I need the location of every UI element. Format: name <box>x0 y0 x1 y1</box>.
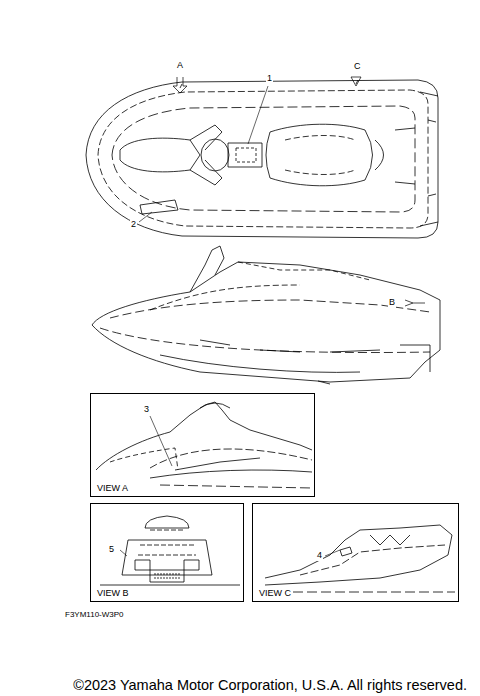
view-title: VIEW A <box>96 484 129 494</box>
top-view <box>86 77 438 238</box>
view-frame: VIEW C <box>252 503 459 602</box>
view-letter: C <box>353 62 362 72</box>
view-b-drawing <box>100 516 240 585</box>
side-view <box>92 246 440 384</box>
view-c-drawing <box>265 525 455 592</box>
callout-number: 3 <box>143 405 150 415</box>
view-letter: B <box>388 298 396 308</box>
view-title: VIEW B <box>96 589 130 599</box>
callout-number: 1 <box>266 74 273 84</box>
view-title: VIEW C <box>258 589 292 599</box>
view-a-drawing <box>96 402 312 488</box>
figure-code: F3YM110-W3P0 <box>64 611 125 620</box>
copyright-note: ©2023 Yamaha Motor Corporation, U.S.A. A… <box>72 678 468 694</box>
callout-number: 4 <box>316 551 323 561</box>
view-letter: A <box>176 61 184 71</box>
callout-number: 5 <box>108 545 115 555</box>
callout-number: 2 <box>130 220 137 230</box>
view-frame: VIEW A <box>90 393 315 497</box>
